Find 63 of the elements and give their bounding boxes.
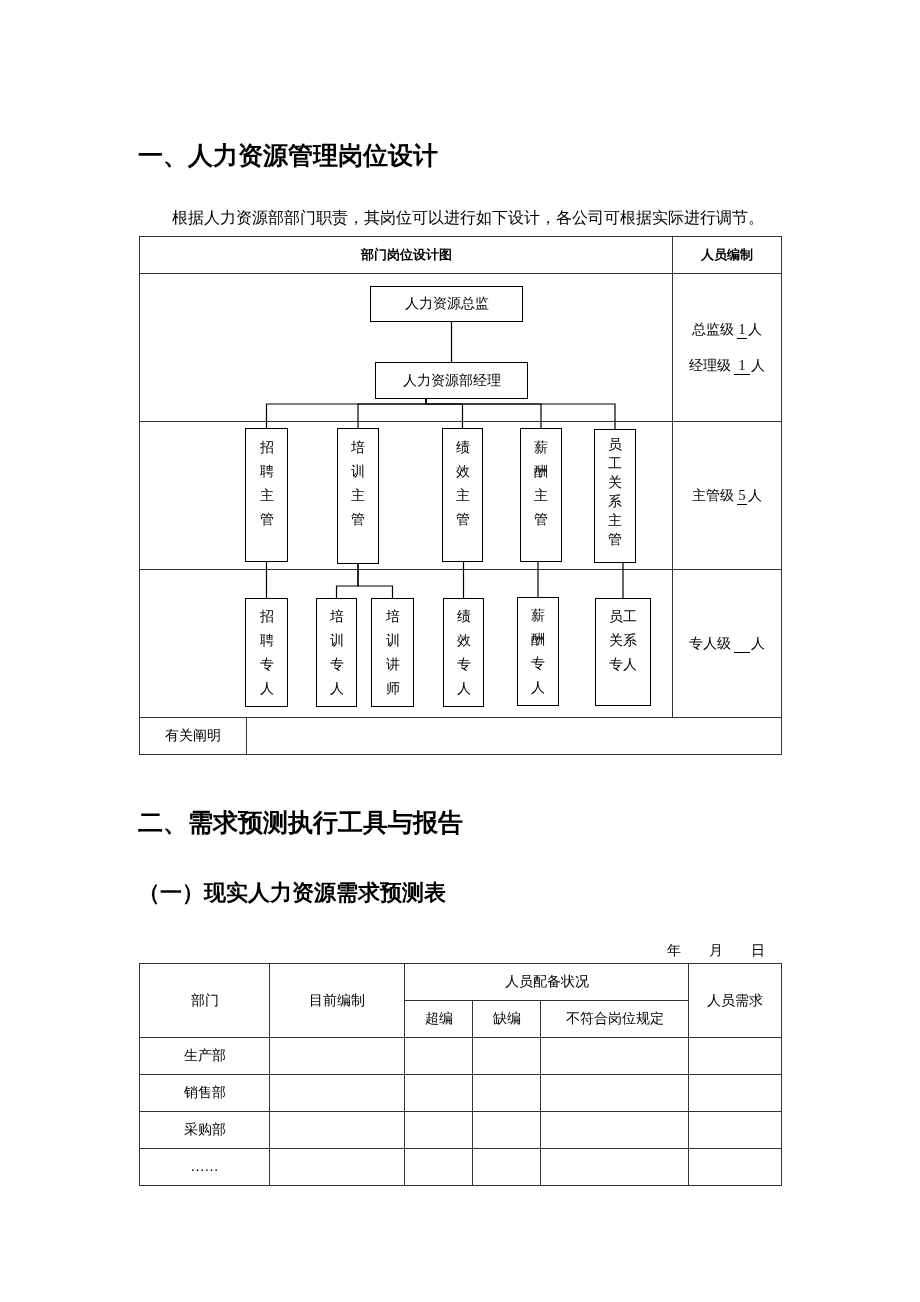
connector-line	[450, 321, 453, 363]
date-label: 年	[667, 942, 681, 960]
position-title: 员工关系专人	[609, 608, 637, 674]
staff-unit: 人	[751, 635, 765, 651]
row-header: 有关阐明	[139, 717, 247, 755]
date-label: 月	[709, 942, 723, 960]
staff-level: 主管级	[692, 487, 734, 503]
org-box	[443, 598, 484, 707]
position-title: 招聘主管	[259, 439, 274, 529]
org-box	[245, 598, 288, 707]
connector-line	[622, 562, 624, 599]
position-title: 培训主管	[351, 439, 365, 529]
org-box	[442, 428, 483, 562]
position-title: 培训讲师	[385, 608, 400, 698]
date-label: 日	[751, 942, 765, 960]
intro-paragraph: 根据人力资源部部门职责，其岗位可以进行如下设计，各公司可根据实际进行调节。	[172, 208, 764, 228]
column-header: 部门	[139, 963, 270, 1038]
org-box	[370, 286, 523, 322]
position-title: 人力资源总监	[404, 295, 489, 313]
fill-in-line: 1	[737, 321, 747, 339]
column-header: 人员编制	[672, 236, 782, 274]
staff-level: 专人级	[689, 635, 731, 651]
position-title: 绩效主管	[455, 439, 470, 529]
position-title: 招聘专人	[259, 608, 274, 698]
connector-line	[357, 563, 394, 599]
column-header: 目前编制	[269, 963, 405, 1038]
section-heading: 二、需求预测执行工具与报告	[138, 808, 463, 838]
row-header: 生产部	[139, 1037, 270, 1075]
position-title: 薪酬专人	[531, 607, 545, 697]
org-box	[517, 597, 559, 706]
fill-in-line: 1	[734, 357, 750, 375]
position-title: 人力资源部经理	[402, 371, 501, 390]
position-title: 绩效专人	[456, 608, 471, 698]
org-box	[337, 428, 379, 564]
staff-level: 总监级	[692, 321, 734, 337]
column-header: 人员配备状况	[404, 963, 689, 1001]
column-header: 超编	[404, 1000, 473, 1038]
connector-line	[265, 561, 268, 599]
position-title: 员工关系主管	[608, 436, 622, 549]
column-header: 缺编	[472, 1000, 541, 1038]
row-header: ……	[139, 1148, 270, 1186]
row-header: 销售部	[139, 1074, 270, 1112]
org-box	[316, 598, 357, 707]
row-header: 采购部	[139, 1111, 270, 1149]
section-heading: 一、人力资源管理岗位设计	[138, 141, 438, 171]
staff-unit: 人	[748, 487, 762, 503]
org-box	[594, 429, 636, 563]
staff-unit: 人	[748, 321, 762, 337]
staff-unit: 人	[751, 357, 765, 373]
column-header: 部门岗位设计图	[139, 236, 673, 274]
org-box	[371, 598, 414, 707]
org-box	[375, 362, 528, 399]
org-box	[245, 428, 288, 562]
connector-line	[462, 561, 465, 599]
org-box	[520, 428, 562, 562]
position-title: 培训专人	[329, 608, 344, 698]
subsection-heading: （一）现实人力资源需求预测表	[138, 880, 446, 906]
column-header: 人员需求	[688, 963, 782, 1038]
fill-in-line: 5	[737, 487, 747, 505]
position-title: 薪酬主管	[534, 439, 548, 529]
connector-line	[537, 561, 539, 598]
org-box	[595, 598, 651, 706]
staff-level: 经理级	[689, 357, 731, 373]
